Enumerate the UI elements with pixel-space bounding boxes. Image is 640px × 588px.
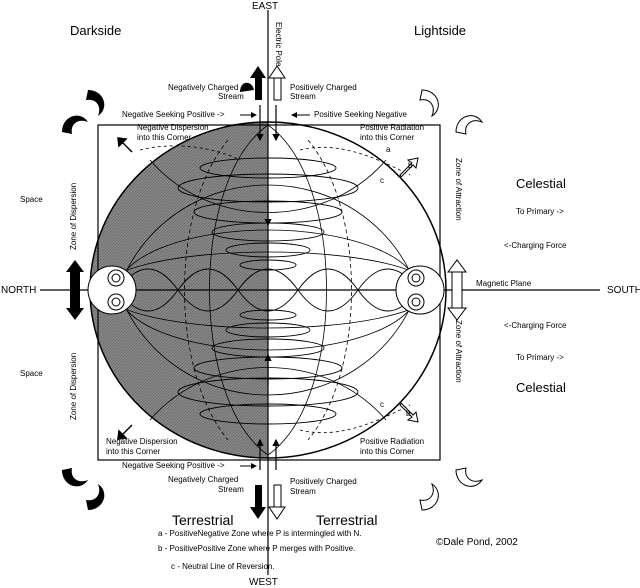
neg-dispersion-bottom-line2: into this Corner xyxy=(106,447,161,456)
pos-radiation-bottom-line2: into this Corner xyxy=(360,447,415,456)
credit: ©Dale Pond, 2002 xyxy=(436,537,518,548)
pos-stream-top-line2: Stream xyxy=(290,92,316,101)
space-top-label: Space xyxy=(20,195,43,204)
swirl-light-bottom-right xyxy=(419,467,484,511)
swirl-dark-top-left xyxy=(62,90,105,134)
pos-seeking-neg-top: Positive Seeking Negative xyxy=(314,110,407,119)
pos-stream-top-line1: Positively Charged xyxy=(290,83,357,92)
lightside-label: Lightside xyxy=(414,23,467,38)
electric-pole-label: Electric Pole xyxy=(274,22,283,67)
north-spiral-node xyxy=(87,265,137,315)
to-primary-top: To Primary -> xyxy=(516,207,564,216)
neg-stream-bottom-line1: Negatively Charged xyxy=(168,475,239,484)
zone-dispersion-bottom: Zone of Dispersion xyxy=(69,352,78,420)
marker-b-bottom: b xyxy=(406,409,411,418)
pos-stream-bottom-line2: Stream xyxy=(290,487,316,496)
swirl-light-top-right xyxy=(419,89,484,135)
swirl-dark-bottom-left xyxy=(62,468,105,510)
to-primary-bottom: To Primary -> xyxy=(516,353,564,362)
terrestrial-left-label: Terrestrial xyxy=(172,512,234,528)
neg-stream-top-line2: Stream xyxy=(218,92,244,101)
neg-stream-bottom-line2: Stream xyxy=(218,485,244,494)
neg-dispersion-top-line2: into this Corner xyxy=(137,133,192,142)
space-bottom-label: Space xyxy=(20,369,43,378)
reversion-lines xyxy=(139,145,411,434)
terrestrial-right-label: Terrestrial xyxy=(316,512,378,528)
compass-west: WEST xyxy=(249,577,278,588)
swirl-dark-top-center xyxy=(240,66,266,100)
marker-c-bottom: c xyxy=(380,400,384,409)
neg-seeking-pos-top: Negative Seeking Positive -> xyxy=(122,110,225,119)
charging-force-top: <-Charging Force xyxy=(504,241,567,250)
zone-dispersion-top: Zone of Dispersion xyxy=(69,182,78,250)
magnetic-wave-2 xyxy=(117,268,419,312)
compass-north: NORTH xyxy=(1,285,37,296)
legend-c: c - Neutral Line of Reversion. xyxy=(171,562,275,571)
pos-radiation-top-line1: Positive Radiation xyxy=(360,123,425,132)
stream-arrows xyxy=(256,105,280,470)
corner-arrows xyxy=(117,137,133,440)
pos-radiation-top-line2: into this Corner xyxy=(360,133,415,142)
celestial-bottom-label: Celestial xyxy=(516,380,566,395)
compass-south: SOUTH xyxy=(607,285,640,296)
marker-a-top: a xyxy=(386,145,391,154)
pos-radiation-bottom-line1: Positive Radiation xyxy=(360,437,425,446)
neg-dispersion-bottom-line1: Negative Dispersion xyxy=(106,437,178,446)
zone-attraction-bottom: Zone of Attraction xyxy=(454,320,463,383)
neg-stream-top-line1: Negatively Charged xyxy=(168,83,239,92)
swirl-light-bottom-center xyxy=(268,484,286,520)
swirl-dark-bottom-center xyxy=(250,485,266,519)
pos-stream-bottom-line1: Positively Charged xyxy=(290,477,357,486)
marker-b-top: b xyxy=(408,161,413,170)
magnetic-plane-label: Magnetic Plane xyxy=(476,279,532,288)
swirl-dark-north xyxy=(66,260,84,320)
radiation-arrows xyxy=(399,157,419,423)
marker-c-top: c xyxy=(380,176,384,185)
legend-b: b - PositivePositive Zone where P merges… xyxy=(158,544,356,553)
charging-force-bottom: <-Charging Force xyxy=(504,321,567,330)
legend-a: a - PositiveNegative Zone where P is int… xyxy=(158,529,362,538)
swirl-light-top-center xyxy=(268,65,286,101)
swirl-light-south xyxy=(447,259,467,321)
neg-seeking-pos-bottom: Negative Seeking Positive -> xyxy=(122,461,225,470)
seeking-arrows xyxy=(240,112,310,469)
magnetic-wave xyxy=(117,268,419,312)
corner-swirls xyxy=(62,65,484,520)
south-spiral-node xyxy=(395,265,445,315)
compass-east: EAST xyxy=(252,1,279,12)
celestial-top-label: Celestial xyxy=(516,176,566,191)
zone-attraction-top: Zone of Attraction xyxy=(454,158,463,221)
darkside-label: Darkside xyxy=(70,23,122,38)
neg-dispersion-top-line1: Negative Dispersion xyxy=(137,123,209,132)
